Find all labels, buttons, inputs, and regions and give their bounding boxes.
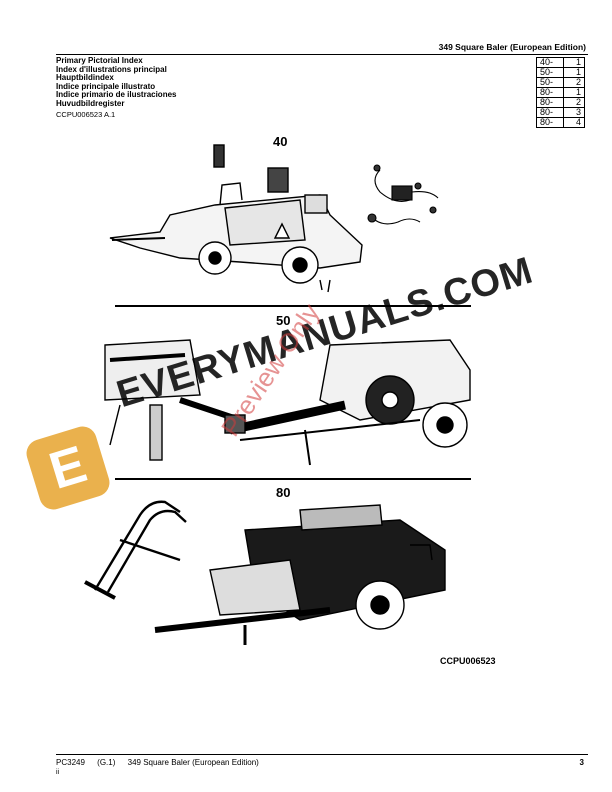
section-divider-1 <box>115 305 471 307</box>
figure-label-50: 50 <box>276 313 291 328</box>
table-row[interactable]: 80-4 <box>536 117 585 128</box>
index-table: 40-1 50-1 50-2 80-1 80-2 80-3 80-4 <box>536 57 585 128</box>
baler-illustration-40 <box>109 144 363 293</box>
baler-illustration-80 <box>154 504 446 645</box>
footer-edition: (G.1) <box>97 758 116 767</box>
index-titles: Primary Pictorial Index Index d'illustra… <box>56 56 177 109</box>
figure-code: CCPU006523 <box>440 656 496 666</box>
page-number: 3 <box>579 758 584 767</box>
index-title-sv: Huvudbildregister <box>56 98 125 108</box>
index-title-de: Hauptbildindex <box>56 73 114 83</box>
footer-title: 349 Square Baler (European Edition) <box>127 758 259 767</box>
index-title-it: Indice principale illustrato <box>56 81 156 91</box>
figure-label-40: 40 <box>273 134 288 149</box>
reference-code: CCPU006523 A.1 <box>56 110 116 119</box>
footer-rule <box>56 754 588 755</box>
bale-chute-illustration <box>84 500 187 600</box>
footer-sub-page: ii <box>56 769 60 776</box>
section-divider-2 <box>115 478 471 480</box>
index-title-en: Primary Pictorial Index <box>56 56 143 65</box>
driveline-illustration-50 <box>104 339 471 466</box>
document-title: 349 Square Baler (European Edition) <box>438 42 586 52</box>
index-title-es: Indice primario de ilustraciones <box>56 90 177 100</box>
electrical-kit-illustration <box>367 164 439 225</box>
footer-pc-number: PC3249 <box>56 758 85 767</box>
index-title-fr: Index d'illustrations principal <box>56 64 167 74</box>
figure-label-80: 80 <box>276 485 291 500</box>
footer-info: PC3249 (G.1) 349 Square Baler (European … <box>56 758 269 767</box>
header-rule <box>56 54 588 55</box>
